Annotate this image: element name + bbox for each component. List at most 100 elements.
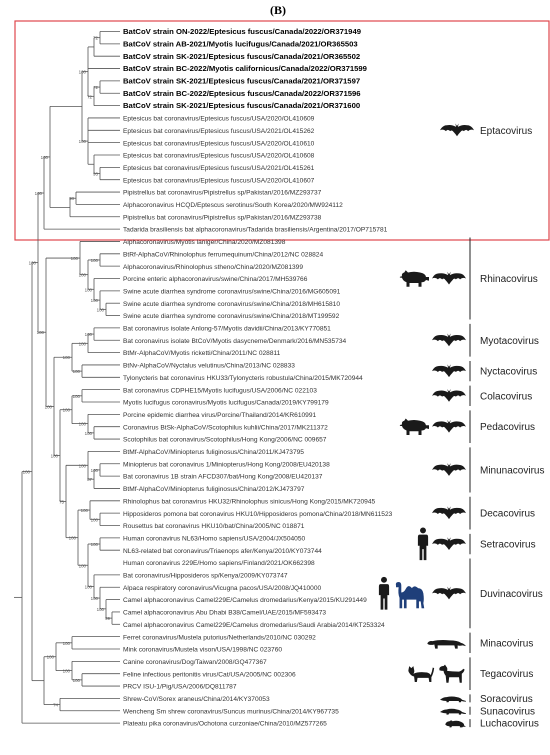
tip-label: Alphacoronavirus HCQD/Eptescus serotinus… xyxy=(123,202,343,209)
genus-label: Luchacovirus xyxy=(480,719,539,730)
tip-label: Shrew-CoV/Sorex araneus/China/2014/KY370… xyxy=(123,696,270,703)
bootstrap-value: 100 xyxy=(51,454,59,459)
tree-branches xyxy=(14,31,120,724)
bootstrap-value: 100 xyxy=(79,273,87,278)
bootstrap-value: 100 xyxy=(91,468,99,473)
bootstrap-value: 100 xyxy=(73,369,81,374)
bootstrap-value: 100 xyxy=(85,332,93,337)
tip-label: NL63-related bat coronavirus/Triaenops a… xyxy=(123,548,322,555)
tip-label: Ferret coronavirus/Mustela putorius/Neth… xyxy=(123,634,316,641)
tip-label: Camel alphacoronavirus Abu Dhabi B38/Cam… xyxy=(123,610,326,617)
tip-label: Coronavirus BtSk-AlphaCoV/Scotophilus ku… xyxy=(123,424,328,431)
bootstrap-value: 100 xyxy=(91,258,99,263)
tip-label: Eptesicus bat coronavirus/Eptesicus fusc… xyxy=(123,116,315,123)
bat-icon xyxy=(432,463,466,476)
bat-icon xyxy=(432,271,466,285)
tip-label: Pipistrellus bat coronavirus/Pipistrellu… xyxy=(123,190,322,197)
tip-label-highlighted: BatCoV strain AB-2021/Myotis lucifugus/C… xyxy=(123,39,358,48)
tip-label-highlighted: BatCoV strain BC-2022/Eptesicus fuscus/C… xyxy=(123,89,361,98)
tip-label: Bat coronavirus isolate BtCoV/Myotis das… xyxy=(123,338,347,345)
genus-label: Colacovirus xyxy=(480,391,532,402)
tip-label-highlighted: BatCoV strain SK-2021/Eptesicus fuscus/C… xyxy=(123,52,360,61)
bootstrap-value: 100 xyxy=(45,404,53,409)
bootstrap-value: 100 xyxy=(69,536,77,541)
tip-label: Eptesicus bat coronavirus/Eptesicus fusc… xyxy=(123,165,315,172)
bootstrap-value: 100 xyxy=(91,298,99,303)
tip-label: Plateatu pika coronavirus/Ochotona curzo… xyxy=(123,721,327,728)
bootstrap-value: 100 xyxy=(71,256,79,261)
bootstrap-value: 100 xyxy=(63,641,71,646)
tip-label: Porcine epidemic diarrhea virus/Porcine/… xyxy=(123,412,316,419)
bootstrap-values: 7272721009310098100100100100100100100100… xyxy=(23,36,111,708)
genus-label: Tegacovirus xyxy=(480,669,533,680)
tip-labels: BatCoV strain ON-2022/Eptesicus fuscus/C… xyxy=(123,27,393,728)
tip-label: BtMr-AlphaCoV/Myotis ricketti/China/2011… xyxy=(123,350,281,357)
genus-label: Nyctacovirus xyxy=(480,367,537,378)
pig-icon xyxy=(399,270,429,287)
tip-label: Eptesicus bat coronavirus/Eptesicus fusc… xyxy=(123,153,315,160)
tip-label: Mink coronavirus/Mustela vison/USA/1998/… xyxy=(123,647,282,654)
genus-label: Minacovirus xyxy=(480,638,533,649)
rodent-icon xyxy=(445,720,466,728)
genus-label: Rhinacovirus xyxy=(480,274,538,285)
genus-annotations: EptacovirusRhinacovirusMyotacovirusNycta… xyxy=(469,126,544,730)
bootstrap-value: 100 xyxy=(97,607,105,612)
tip-label: Scotophilus bat coronavirus/Scotophilus/… xyxy=(123,437,327,444)
bootstrap-value: 100 xyxy=(29,261,37,266)
genus-label: Minunacovirus xyxy=(480,465,544,476)
tip-label: Bat coronavirus/Hipposideros sp/Kenya/20… xyxy=(123,573,288,580)
genus-label: Myotacovirus xyxy=(480,336,539,347)
bootstrap-value: 100 xyxy=(63,355,71,360)
bootstrap-value: 100 xyxy=(79,563,87,568)
tip-label: Camel alphacoronavirus Camel229E/Camelus… xyxy=(123,622,385,629)
bootstrap-value: 72 xyxy=(87,94,92,99)
tip-label: Hipposideros pomona bat coronavirus HKU1… xyxy=(123,511,393,518)
bootstrap-value: 87 xyxy=(87,477,92,482)
bootstrap-value: 100 xyxy=(79,139,87,144)
bat-icon xyxy=(432,419,466,433)
tip-label: Swine acute diarrhea syndrome coronaviru… xyxy=(123,301,340,308)
bat-icon xyxy=(432,364,466,378)
genus-label: Setracovirus xyxy=(480,540,536,551)
tip-label: Canine coronavirus/Dog/Taiwan/2008/GQ477… xyxy=(123,659,267,666)
bootstrap-value: 100 xyxy=(73,394,81,399)
panel-label: (B) xyxy=(270,3,286,17)
tip-label: Bat coronavirus CDPHE15/Myotis lucifugus… xyxy=(123,387,317,394)
tip-label: Tadarida brasiliensis bat alphacoronavir… xyxy=(123,227,388,234)
tip-label: Eptesicus bat coronavirus/Eptesicus fusc… xyxy=(123,140,315,147)
bat-icon xyxy=(432,537,466,550)
bootstrap-value: 98 xyxy=(69,196,74,201)
tip-label: Bat coronavirus isolate Anlong-57/Myotis… xyxy=(123,326,331,333)
shrew-icon xyxy=(440,708,466,715)
tip-label: Pipistrellus bat coronavirus/Pipistrellu… xyxy=(123,214,322,221)
human-icon xyxy=(378,576,390,610)
bootstrap-value: 100 xyxy=(47,655,55,660)
tip-label: PRCV ISU-1/Pig/USA/2006/DQ811787 xyxy=(123,684,237,691)
bootstrap-value: 100 xyxy=(91,596,99,601)
eptacovirus-highlight-box xyxy=(14,20,550,241)
tip-label: BtMf-AlphaCoV/Miniopterus fuliginosus/Ch… xyxy=(123,449,304,456)
human-icon xyxy=(417,527,429,561)
bootstrap-value: 100 xyxy=(35,191,43,196)
tip-label: BtRf-AlphaCoV/Rhinolophus ferrumequinum/… xyxy=(123,251,323,258)
tip-label: Rousettus bat coronavirus HKU10/bat/Chin… xyxy=(123,523,305,530)
bootstrap-value: 100 xyxy=(79,70,87,75)
tip-label: Rhinolophus bat coronavirus HKU32/Rhinol… xyxy=(123,498,376,505)
ferret-icon xyxy=(427,640,466,649)
genus-label: Eptacovirus xyxy=(480,126,532,137)
tip-label: Tylonycteris bat coronavirus HKU33/Tylon… xyxy=(123,375,363,382)
genus-label: Duvinacovirus xyxy=(480,589,543,600)
tip-label: BtMf-AlphaCoV/Miniopterus fuliginosus/Ch… xyxy=(123,486,305,493)
tip-label: Feline infectious peritonitis virus/Cat/… xyxy=(123,671,296,678)
tip-label: Alphacoronavirus/Myotis laniger/China/20… xyxy=(123,239,286,246)
tip-label: Swine acute diarrhea syndrome coronaviru… xyxy=(123,313,340,320)
genus-label: Soracovirus xyxy=(480,694,533,705)
tip-label: Miniopterus bat coronavirus 1/Miniopteru… xyxy=(123,461,330,468)
bootstrap-value: 99 xyxy=(105,616,110,621)
bootstrap-value: 100 xyxy=(97,307,105,312)
cat-icon xyxy=(408,666,435,683)
bootstrap-value: 100 xyxy=(79,341,87,346)
bootstrap-value: 100 xyxy=(63,669,71,674)
bootstrap-value: 100 xyxy=(85,287,93,292)
